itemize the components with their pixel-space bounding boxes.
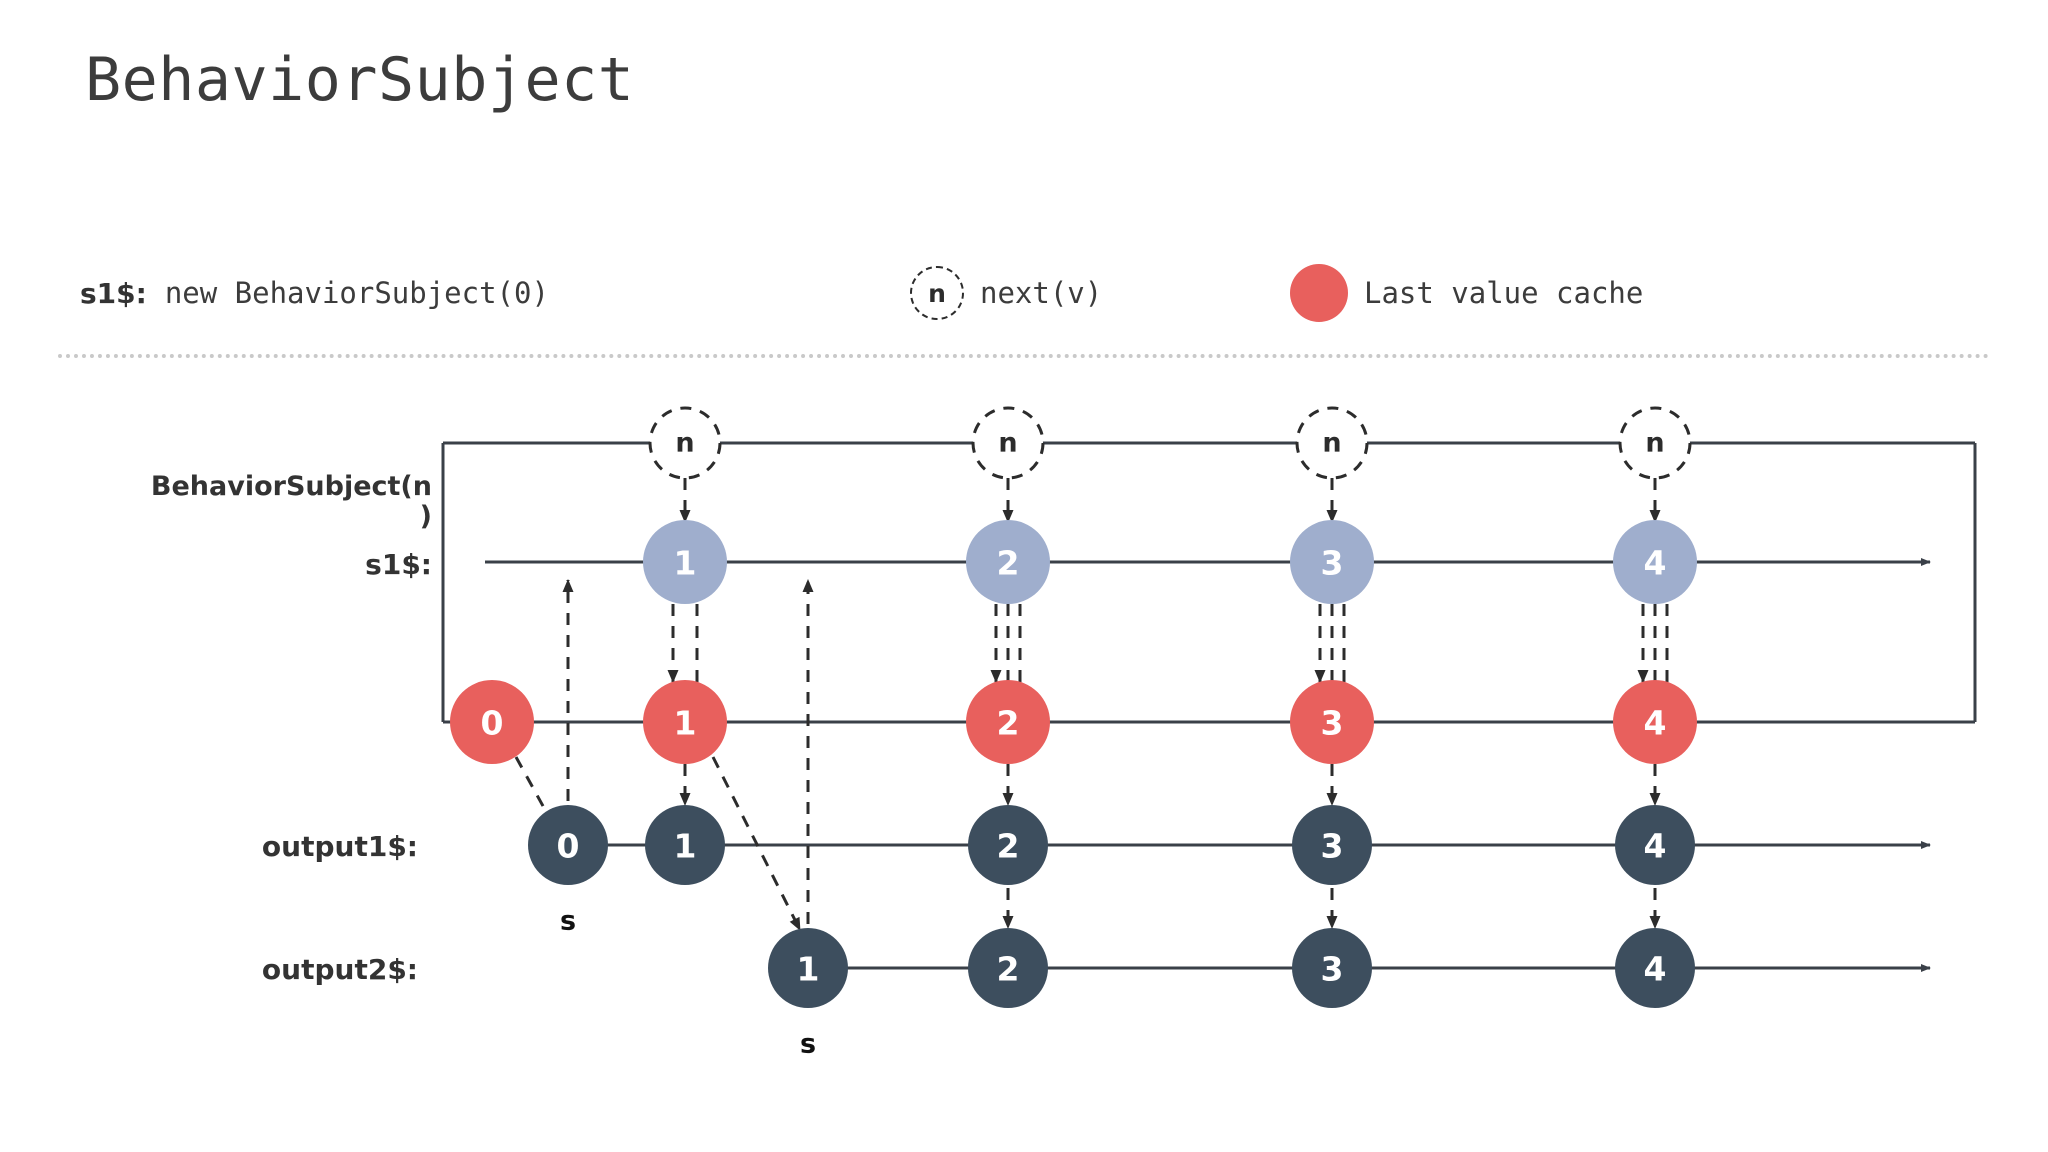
output1-node-1[interactable] xyxy=(645,805,725,885)
next-node-4[interactable] xyxy=(1618,406,1692,480)
legend-subject-value: new BehaviorSubject(0) xyxy=(164,276,549,310)
next-node-3[interactable] xyxy=(1295,406,1369,480)
connector-s1-to-cache xyxy=(667,604,1669,683)
connector-next-to-s1 xyxy=(679,478,1661,523)
output2-node-2[interactable] xyxy=(968,928,1048,1008)
s1-node-3[interactable] xyxy=(1290,520,1374,604)
next-circle-icon: n xyxy=(910,266,964,320)
next-node-1[interactable] xyxy=(648,406,722,480)
output1-node-3[interactable] xyxy=(1292,805,1372,885)
legend-item-next: n next(v) xyxy=(910,262,1102,324)
next-node-2[interactable] xyxy=(971,406,1045,480)
legend-subject-key: s1$: xyxy=(80,276,147,310)
output2-node-3[interactable] xyxy=(1292,928,1372,1008)
row-label-s1: s1$: xyxy=(365,548,432,581)
legend-item-subject: s1$: new BehaviorSubject(0) xyxy=(80,262,549,324)
connector-subscribe xyxy=(562,579,814,968)
header-divider xyxy=(58,354,1990,358)
cache-node-1[interactable] xyxy=(643,680,727,764)
cache-node-2[interactable] xyxy=(966,680,1050,764)
cache-node-3[interactable] xyxy=(1290,680,1374,764)
s1-node-4[interactable] xyxy=(1613,520,1697,604)
output1-node-0[interactable] xyxy=(528,805,608,885)
connector-replay xyxy=(514,756,802,931)
connector-cache-to-output1 xyxy=(679,764,1661,806)
row-label-behaviorsubject: BehaviorSubject(n) xyxy=(0,472,432,532)
connector-output1-to-output2 xyxy=(1002,888,1661,929)
row-label-output2: output2$: xyxy=(261,953,418,986)
row-label-output1: output1$: xyxy=(261,830,418,863)
subscribe-markers: s s xyxy=(560,906,816,1060)
legend-cache-label: Last value cache xyxy=(1364,276,1644,310)
output2-node-4[interactable] xyxy=(1615,928,1695,1008)
s1-node-2[interactable] xyxy=(966,520,1050,604)
legend-next-label: next(v) xyxy=(980,276,1103,310)
output1-node-2[interactable] xyxy=(968,805,1048,885)
legend: s1$: new BehaviorSubject(0) n next(v) La… xyxy=(0,262,2048,324)
subscribe-marker-output2: s xyxy=(800,1029,816,1060)
output2-node-1[interactable] xyxy=(768,928,848,1008)
page-title: BehaviorSubject xyxy=(85,45,635,115)
legend-item-cache: Last value cache xyxy=(1290,262,1643,324)
cache-node-4[interactable] xyxy=(1613,680,1697,764)
node-group-next: n n n n xyxy=(648,406,1692,480)
subscribe-marker-output1: s xyxy=(560,906,576,937)
output1-node-4[interactable] xyxy=(1615,805,1695,885)
cache-dot-icon xyxy=(1290,264,1348,322)
s1-node-1[interactable] xyxy=(643,520,727,604)
row-label-bs-line1: BehaviorSubject(n xyxy=(150,471,432,502)
row-label-bs-line2: ) xyxy=(419,501,432,532)
cache-node-0[interactable] xyxy=(450,680,534,764)
